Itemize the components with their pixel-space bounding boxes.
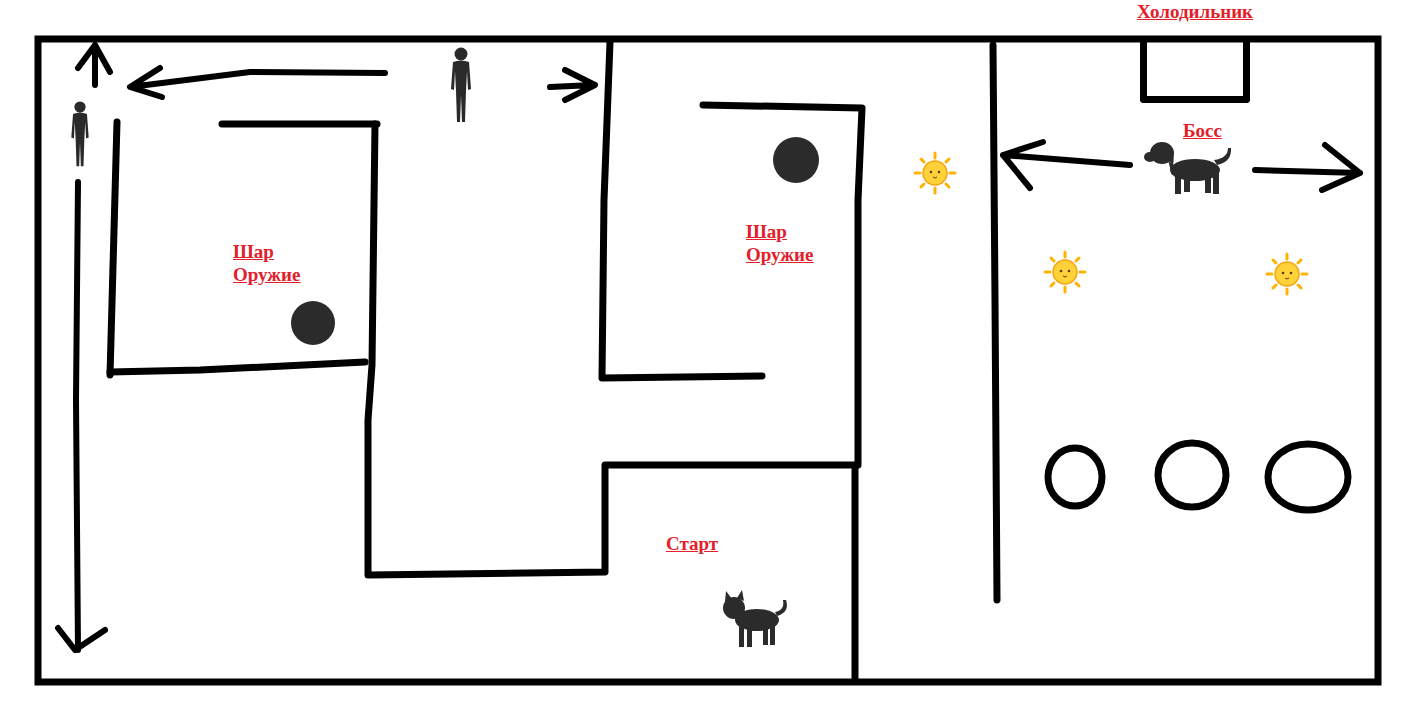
path-arrow xyxy=(550,70,595,100)
enemy-figure xyxy=(451,48,471,123)
path-arrow xyxy=(78,45,110,85)
cat-icon xyxy=(723,590,787,647)
room-label: Шар Оружие xyxy=(746,220,814,266)
sun-icon xyxy=(915,153,955,193)
start-room: Старт xyxy=(609,469,852,675)
pit-circle xyxy=(1048,448,1102,506)
path-arrow xyxy=(58,182,105,650)
outer-wall xyxy=(38,39,1378,682)
fridge-label: Холодильник xyxy=(1137,0,1253,23)
wall xyxy=(993,45,997,600)
wall xyxy=(222,121,377,128)
path-arrow xyxy=(130,68,385,97)
wall xyxy=(368,124,855,678)
wall xyxy=(110,122,117,375)
enemy-figure xyxy=(71,101,88,166)
wall xyxy=(602,42,762,378)
pit-circle xyxy=(1268,444,1348,510)
sun-icon xyxy=(1267,254,1307,294)
room-label: Шар Оружие xyxy=(233,240,301,286)
dog-icon xyxy=(1144,142,1231,194)
pit-circle xyxy=(1158,443,1226,507)
fridge-box: Холодильник xyxy=(1140,36,1250,103)
boss-label: Босс xyxy=(1183,119,1222,142)
ball xyxy=(773,137,819,183)
ball xyxy=(291,301,335,345)
path-arrow xyxy=(1255,145,1360,190)
sun-icon xyxy=(1045,252,1085,292)
path-arrow xyxy=(1003,142,1130,188)
arrows xyxy=(58,45,1360,650)
wall xyxy=(110,362,365,372)
pits xyxy=(1048,443,1348,510)
wall xyxy=(703,105,862,465)
walls xyxy=(110,42,997,678)
start-label: Старт xyxy=(666,532,718,555)
